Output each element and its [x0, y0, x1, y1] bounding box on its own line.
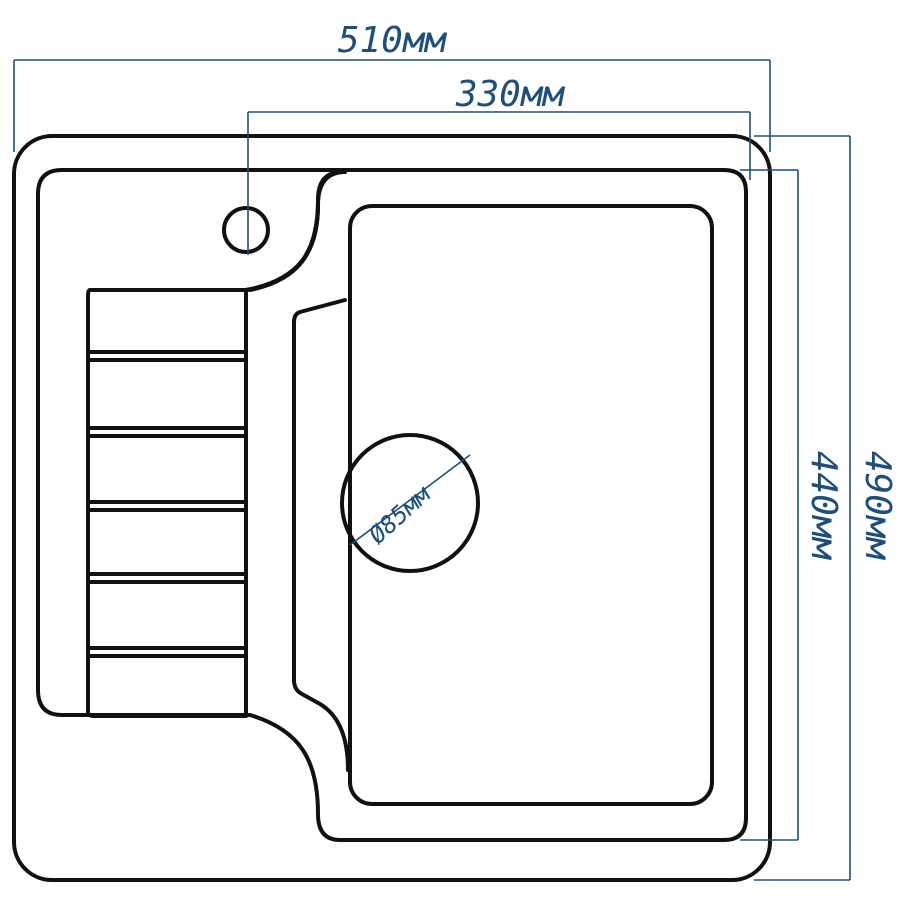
drain-diameter-line	[349, 454, 471, 546]
drain-circle	[340, 433, 480, 573]
groove-line	[88, 646, 248, 658]
bowl-outer-contour	[244, 170, 347, 292]
overall-width-dimension: 510мм	[13, 20, 771, 152]
bowl-width-dimension: 330мм	[247, 74, 751, 255]
overall-depth-dimension: 490мм	[754, 135, 898, 881]
groove-line	[88, 426, 248, 438]
groove-line	[88, 350, 248, 362]
bowl-bottom	[348, 204, 714, 806]
bowl-depth-label: 440мм	[803, 451, 844, 561]
rim-transition	[244, 203, 320, 292]
groove-line	[88, 500, 248, 512]
drain-diameter-label: Ø85мм	[363, 479, 437, 549]
overall-width-label: 510мм	[338, 20, 448, 61]
faucet-hole	[222, 206, 270, 254]
bowl-slope-edge	[292, 298, 350, 772]
sink-outer-rim	[12, 134, 772, 882]
drainboard-grooves	[88, 350, 248, 658]
bowl-width-label: 330мм	[455, 74, 566, 115]
bowl-depth-dimension: 440мм	[740, 169, 844, 841]
overall-depth-label: 490мм	[857, 451, 898, 561]
groove-line	[88, 572, 248, 584]
